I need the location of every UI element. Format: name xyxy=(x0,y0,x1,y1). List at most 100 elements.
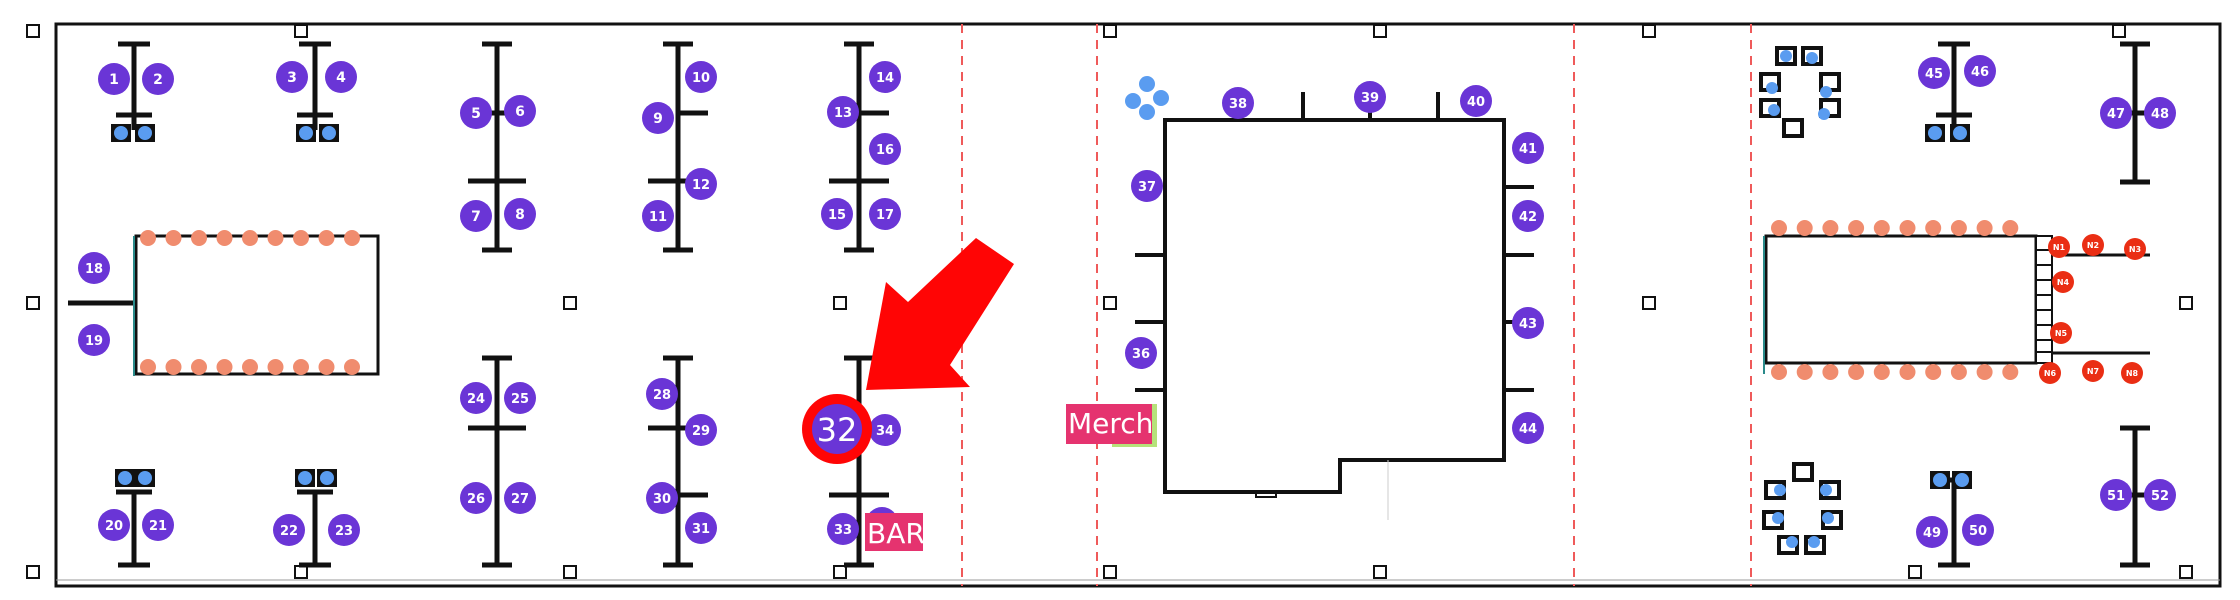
booth-18[interactable]: 18 xyxy=(78,252,110,284)
booth-46[interactable]: 46 xyxy=(1964,55,1996,87)
booth-38[interactable]: 38 xyxy=(1222,87,1254,119)
booth-48[interactable]: 48 xyxy=(2144,97,2176,129)
round-table-top-right xyxy=(1759,46,1841,138)
chair xyxy=(1976,364,1993,380)
booth-number: 7 xyxy=(471,209,481,225)
booth-circle xyxy=(2144,479,2176,511)
booth-39[interactable]: 39 xyxy=(1354,81,1386,113)
booth-30[interactable]: 30 xyxy=(646,482,678,514)
booth-25[interactable]: 25 xyxy=(504,382,536,414)
booth-20[interactable]: 20 xyxy=(98,509,130,541)
booth-34[interactable]: 34 xyxy=(869,414,901,446)
booth-31[interactable]: 31 xyxy=(685,512,717,544)
chair xyxy=(267,230,284,246)
booth-26[interactable]: 26 xyxy=(460,482,492,514)
column-post-icon xyxy=(2179,565,2193,579)
red-chair-n4[interactable]: N4 xyxy=(2052,271,2074,293)
red-chair-circle xyxy=(2082,360,2104,382)
booth-number: 36 xyxy=(1132,347,1150,362)
red-chair-label: N2 xyxy=(2087,241,2099,250)
red-chair-n8[interactable]: N8 xyxy=(2121,362,2143,384)
booth-23[interactable]: 23 xyxy=(328,514,360,546)
booth-50[interactable]: 50 xyxy=(1962,514,1994,546)
booth-22[interactable]: 22 xyxy=(273,514,305,546)
booth-circle xyxy=(2144,97,2176,129)
booth-circle xyxy=(642,200,674,232)
red-chair-n6[interactable]: N6 xyxy=(2039,362,2061,384)
booth-3[interactable]: 3 xyxy=(276,61,308,93)
highlighted-booth[interactable]: 32 xyxy=(802,394,872,464)
chair xyxy=(140,359,156,375)
booth-4[interactable]: 4 xyxy=(325,61,357,93)
booth-number: 11 xyxy=(649,210,667,225)
booth-circle xyxy=(460,200,492,232)
booth-49[interactable]: 49 xyxy=(1916,516,1948,548)
booth-circle xyxy=(869,61,901,93)
red-chair-n5[interactable]: N5 xyxy=(2050,322,2072,344)
booth-8[interactable]: 8 xyxy=(504,198,536,230)
booth-circle xyxy=(328,514,360,546)
booth-number: 20 xyxy=(105,519,123,534)
column-post-icon xyxy=(26,296,40,310)
booth-19[interactable]: 19 xyxy=(78,324,110,356)
chair xyxy=(318,359,335,375)
booth-number: 29 xyxy=(692,424,710,439)
red-chair-n3[interactable]: N3 xyxy=(2124,238,2146,260)
red-chair-circle xyxy=(2050,322,2072,344)
chair xyxy=(1899,220,1916,236)
booth-45[interactable]: 45 xyxy=(1918,57,1950,89)
booth-9[interactable]: 9 xyxy=(642,102,674,134)
booth-number: 16 xyxy=(876,143,894,158)
red-chair-label: N3 xyxy=(2129,245,2141,254)
booth-17[interactable]: 17 xyxy=(869,198,901,230)
booth-41[interactable]: 41 xyxy=(1512,132,1544,164)
booth-10[interactable]: 10 xyxy=(685,61,717,93)
booth-36[interactable]: 36 xyxy=(1125,337,1157,369)
booth-27[interactable]: 27 xyxy=(504,482,536,514)
booth-7[interactable]: 7 xyxy=(460,200,492,232)
booth-15[interactable]: 15 xyxy=(821,198,853,230)
chair xyxy=(1771,220,1787,236)
booth-14[interactable]: 14 xyxy=(869,61,901,93)
booth-13[interactable]: 13 xyxy=(827,96,859,128)
red-chair-label: N5 xyxy=(2055,329,2068,338)
booth-33[interactable]: 33 xyxy=(827,513,859,545)
chair xyxy=(344,230,360,246)
red-chair-n1[interactable]: N1 xyxy=(2048,236,2070,258)
booth-circle xyxy=(1222,87,1254,119)
booth-21[interactable]: 21 xyxy=(142,509,174,541)
booth-number: 4 xyxy=(336,70,346,86)
highlighted-booth-number: 32 xyxy=(817,411,858,449)
booth-11[interactable]: 11 xyxy=(642,200,674,232)
chairs-salmon-right xyxy=(1771,220,2019,380)
booth-6[interactable]: 6 xyxy=(504,95,536,127)
booth-52[interactable]: 52 xyxy=(2144,479,2176,511)
column-post-icon xyxy=(1373,24,1387,38)
bar-label[interactable]: BAR xyxy=(865,513,925,551)
booth-5[interactable]: 5 xyxy=(460,97,492,129)
booth-40[interactable]: 40 xyxy=(1460,85,1492,117)
booth-37[interactable]: 37 xyxy=(1131,170,1163,202)
booth-43[interactable]: 43 xyxy=(1512,307,1544,339)
chair xyxy=(2002,364,2019,380)
booth-42[interactable]: 42 xyxy=(1512,200,1544,232)
booth-1[interactable]: 1 xyxy=(98,63,130,95)
booth-circle xyxy=(1131,170,1163,202)
red-chair-n7[interactable]: N7 xyxy=(2082,360,2104,382)
booth-16[interactable]: 16 xyxy=(869,133,901,165)
red-chair-n2[interactable]: N2 xyxy=(2082,234,2104,256)
booth-44[interactable]: 44 xyxy=(1512,412,1544,444)
booth-2[interactable]: 2 xyxy=(142,63,174,95)
booth-29[interactable]: 29 xyxy=(685,414,717,446)
booth-circle xyxy=(1460,85,1492,117)
chair xyxy=(1796,364,1813,380)
booth-12[interactable]: 12 xyxy=(685,168,717,200)
booth-47[interactable]: 47 xyxy=(2100,97,2132,129)
booth-28[interactable]: 28 xyxy=(646,378,678,410)
booth-number: 10 xyxy=(692,71,710,86)
booth-number: 42 xyxy=(1519,210,1537,225)
merch-label[interactable]: Merch xyxy=(1066,404,1157,447)
booth-51[interactable]: 51 xyxy=(2100,479,2132,511)
booth-24[interactable]: 24 xyxy=(460,382,492,414)
